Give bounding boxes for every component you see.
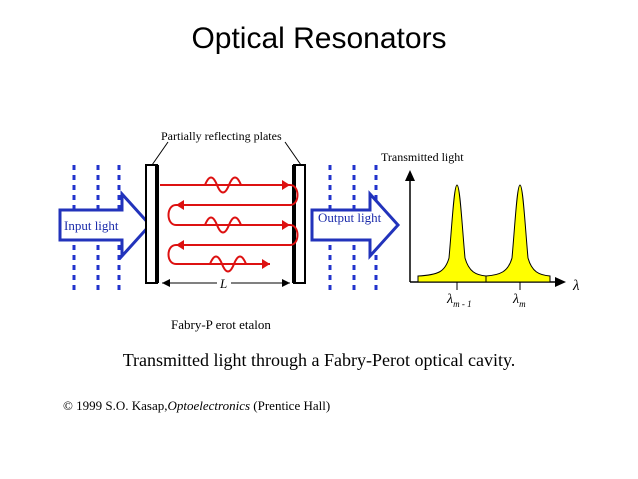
figure-caption: Transmitted light through a Fabry-Perot … [122, 350, 516, 370]
plate-pointer-line [284, 141, 302, 166]
x-axis-arrowhead [555, 277, 566, 287]
output-light-label: Output light [318, 210, 382, 225]
transmission-peak-m-minus-1 [417, 184, 487, 283]
transmitted-light-label: Transmitted light [381, 150, 464, 164]
lambda-m-label: λm [512, 292, 526, 309]
length-label: L [219, 276, 227, 291]
plates-label: Partially reflecting plates [161, 129, 282, 143]
credit-prefix: © 1999 S.O. Kasap, [63, 398, 168, 413]
input-light-arrow [58, 190, 153, 260]
length-arrow-left [162, 279, 170, 287]
wavelength-axis-label: λ [572, 278, 580, 294]
etalon-label: Fabry-P erot etalon [171, 317, 271, 332]
credit-book-title: Optoelectronics [167, 398, 251, 413]
slide-title: Optical Resonators [191, 22, 447, 55]
plate-pointer-line [151, 141, 169, 166]
length-label-background [217, 275, 231, 291]
length-arrow-right [282, 279, 290, 287]
input-light-label: Input light [64, 218, 119, 233]
output-light-arrow [310, 190, 401, 260]
credit-suffix: (Prentice Hall) [250, 398, 331, 413]
copyright-credit: © 1999 S.O. Kasap,Optoelectronics (Prent… [63, 398, 330, 414]
beam-arrowheads [176, 180, 290, 269]
lambda-m-minus-1-label: λm - 1 [446, 292, 472, 309]
transmission-peak-m [485, 184, 551, 283]
y-axis-arrowhead [405, 170, 415, 181]
reflected-beams [160, 176, 299, 273]
